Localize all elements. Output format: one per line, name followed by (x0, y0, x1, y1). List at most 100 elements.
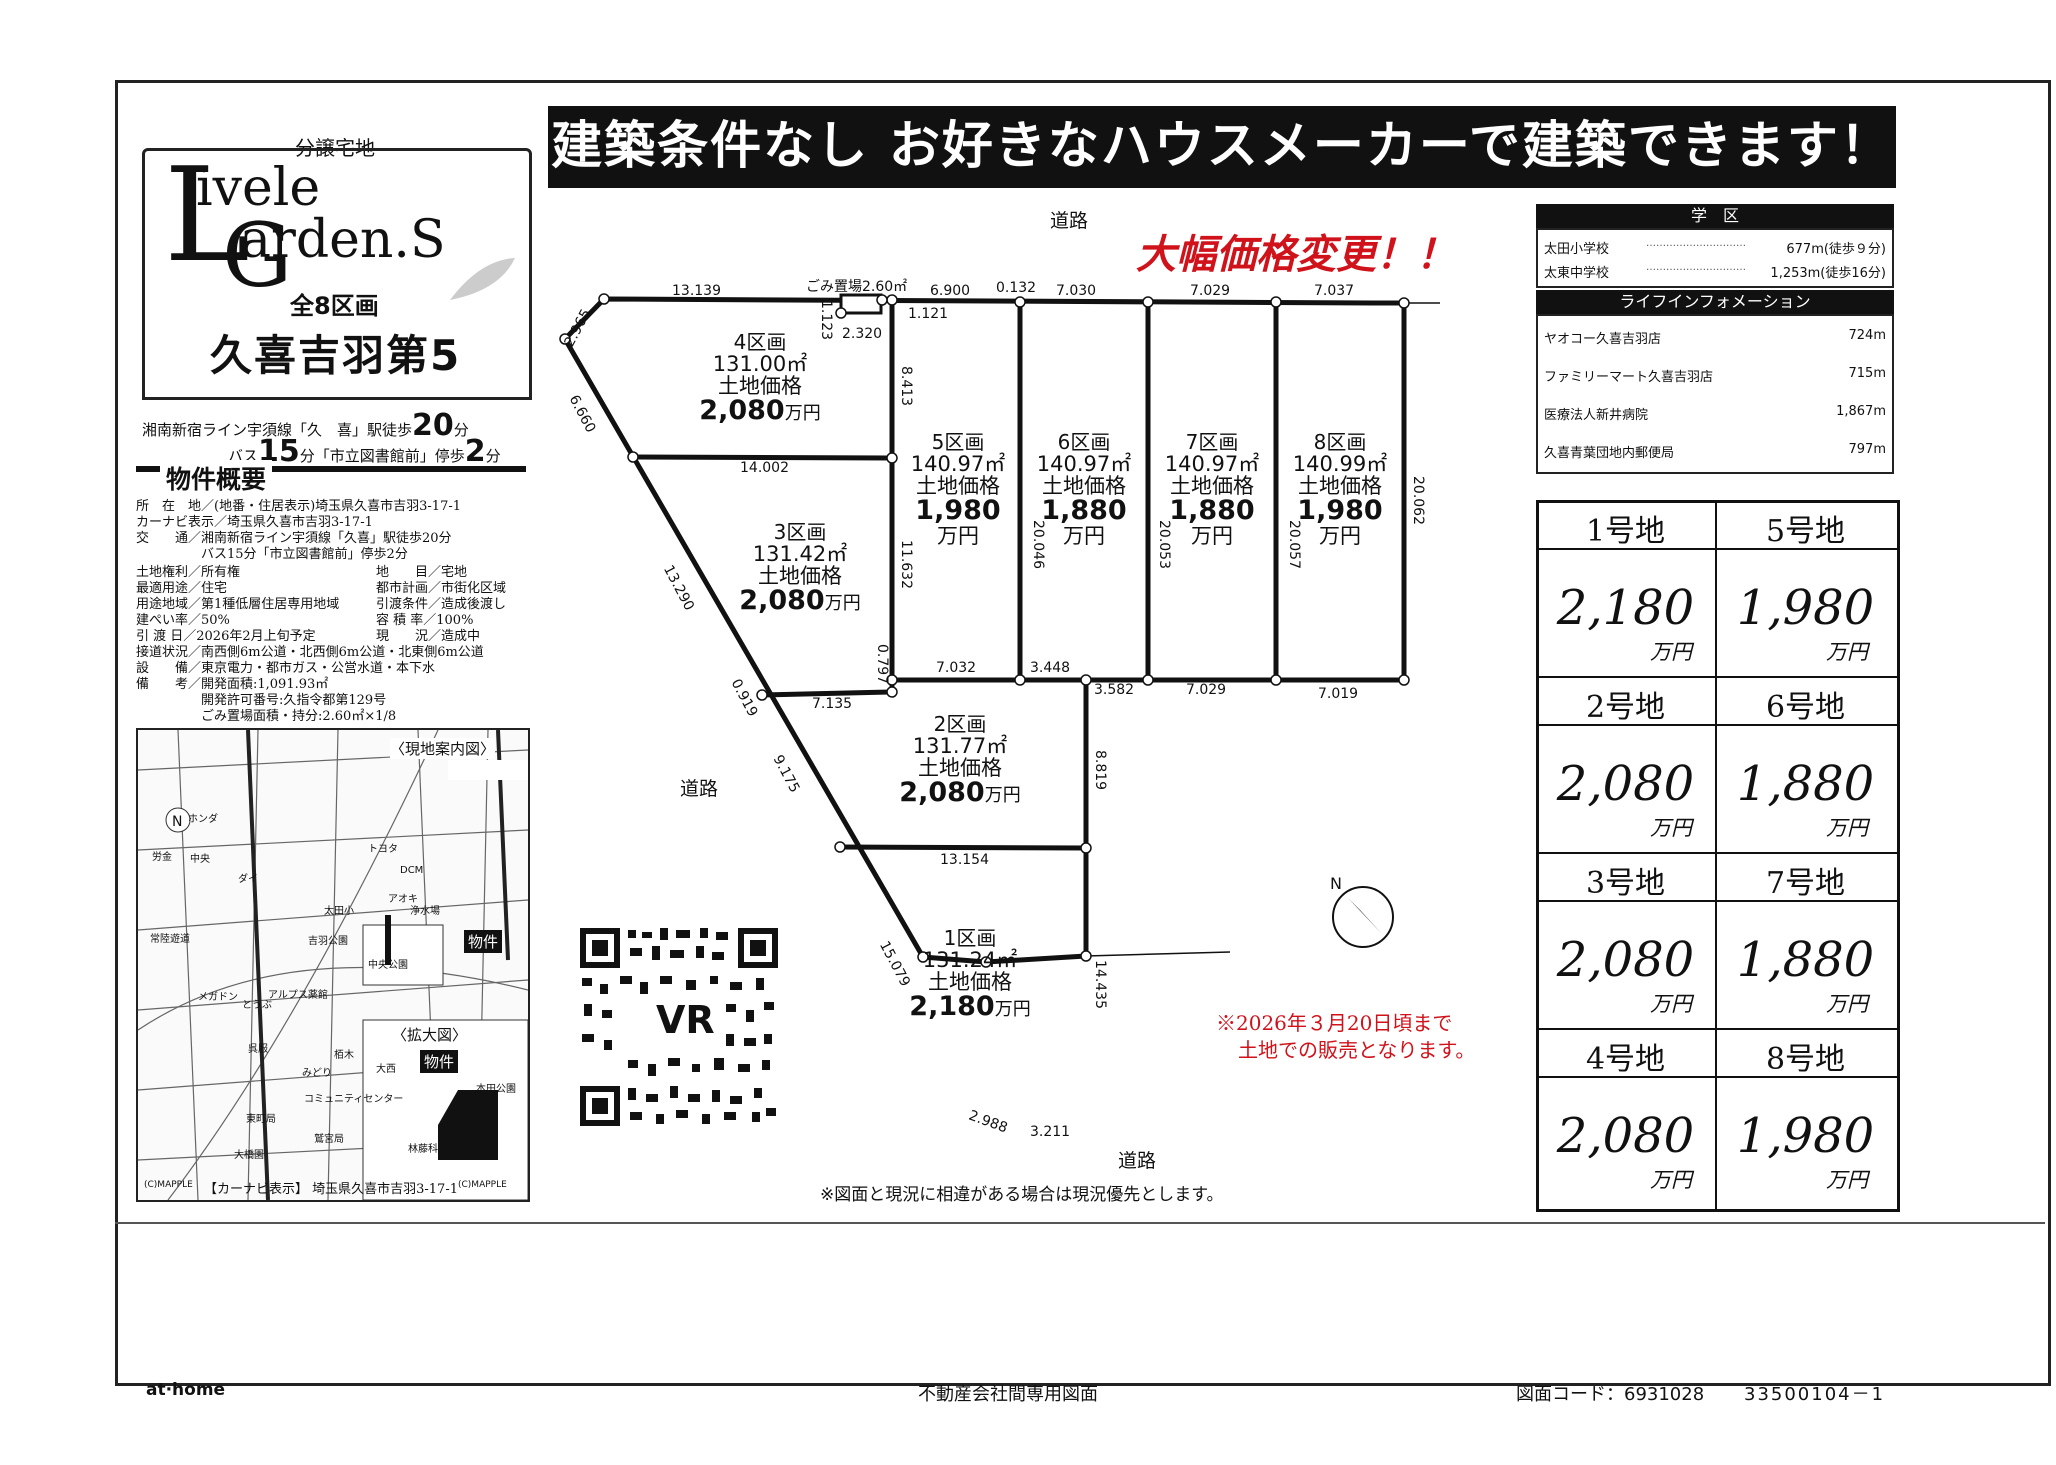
price-lot-label: 1号地 (1585, 514, 1666, 549)
drawing-number: 33500104－1 (1744, 1384, 1886, 1405)
price-value: 1,880 (1736, 932, 1875, 988)
map-place: 林藤科 (408, 1144, 438, 1155)
map-place: みどり (302, 1068, 332, 1079)
dim-label: 20.046 (1030, 520, 1046, 569)
table-divider (1715, 500, 1717, 1209)
lifeinfo-name: ファミリーマート久喜吉羽店 (1544, 370, 1714, 385)
price-value: 1,980 (1736, 580, 1875, 636)
overview-row: 容 積 率／100% (376, 613, 474, 628)
dim-label: 2.320 (842, 326, 883, 342)
dim-label: 1.123 (818, 300, 834, 341)
overview-row: 土地権利／所有権 (136, 565, 241, 580)
school-distance: 677m(徒歩９分) (1786, 242, 1886, 257)
dim-label: 14.435 (1092, 960, 1108, 1009)
overview-row: 設 備／東京電力・都市ガス・公営水道・本下水 (136, 661, 436, 676)
garbage-label: ごみ置場2.60㎡ (806, 279, 908, 295)
leader-dots: ………………………… (1646, 238, 1746, 249)
overview-row: バス15分「市立図書館前」停歩2分 (136, 547, 408, 562)
price-unit: 万円 (1826, 640, 1868, 664)
dim-label: 1.121 (908, 306, 949, 322)
price-value: 2,080 (1556, 756, 1695, 812)
map-place: 浄水場 (410, 906, 440, 917)
logo-word-2: arden.S (240, 210, 446, 270)
table-divider (1536, 900, 1897, 902)
overview-row: 引 渡 日／2026年2月上旬予定 (136, 629, 316, 644)
price-lot-label: 4号地 (1585, 1042, 1666, 1077)
map-place: コミュニティセンター (304, 1094, 404, 1105)
dim-label: 0.797 (874, 644, 890, 685)
headline-banner: 建築条件なし お好きなハウスメーカーで建築できます！ (548, 106, 1896, 188)
map-copyright: (C)MAPPLE (144, 1180, 193, 1190)
price-unit: 万円 (1650, 1168, 1692, 1192)
table-divider (1536, 724, 1897, 726)
map-place: メガドン (198, 992, 238, 1003)
price-value: 2,080 (1556, 1108, 1695, 1164)
overview-row: 用途地域／第1種低層住居専用地域 (136, 597, 340, 612)
logo-big-l: L (164, 139, 251, 291)
price-lot-label: 8号地 (1765, 1042, 1846, 1077)
road-label-left: 道路 (680, 778, 719, 800)
price-unit: 万円 (1826, 816, 1868, 840)
drawing-code: 図面コード：6931028 (1516, 1384, 1705, 1405)
map-place: とうぶ (242, 1000, 272, 1011)
overview-row: 開発許可番号:久指令都第129号 (136, 693, 387, 708)
lifeinfo-distance: 715m (1848, 366, 1886, 381)
dim-label: 7.032 (936, 660, 977, 676)
price-lot-label: 3号地 (1585, 866, 1666, 901)
school-box (1536, 228, 1894, 288)
dim-label: 11.632 (898, 540, 914, 589)
map-place: ダイ (238, 874, 258, 885)
overview-row: 都市計画／市街化区域 (376, 581, 507, 596)
dim-label: 14.002 (740, 460, 789, 476)
overview-rule (136, 466, 526, 494)
map-place: アオキ (388, 894, 418, 905)
overview-row: 接道状況／南西側6m公道・北西側6m公道・北東側6m公道 (136, 645, 484, 660)
overview-row: 建ぺい率／50% (136, 613, 230, 628)
overview-row: 現 況／造成中 (376, 629, 481, 644)
vr-qr-code-icon[interactable] (576, 924, 782, 1130)
table-divider (1536, 1076, 1897, 1078)
dim-label: 20.057 (1286, 520, 1302, 569)
road-label-top: 道路 (1050, 210, 1089, 232)
dim-label: 6.900 (930, 283, 971, 299)
zoom-title: 〈拡大図〉 (392, 1024, 468, 1045)
map-place: 中央 (190, 854, 210, 865)
dim-label: 3.211 (1030, 1124, 1071, 1140)
price-lot-label: 7号地 (1765, 866, 1846, 901)
map-copyright: (C)MAPPLE (458, 1180, 507, 1190)
footer-title: 不動産会社間専用図面 (918, 1384, 1098, 1405)
compass-icon (1332, 886, 1394, 948)
dim-label: 7.029 (1186, 682, 1227, 698)
brand-logo: at·home (146, 1380, 226, 1400)
dim-label: 8.819 (1092, 750, 1108, 791)
map-place: 栢木 (334, 1050, 354, 1061)
table-divider (1536, 676, 1897, 678)
zoom-property-tag: 物件 (420, 1050, 459, 1073)
dim-label: 3.448 (1030, 660, 1071, 676)
vr-label: VR (652, 998, 719, 1042)
price-unit: 万円 (1826, 992, 1868, 1016)
dim-label: 8.413 (898, 366, 914, 407)
lot-count: 全8区画 (290, 292, 379, 320)
svg-text:N: N (172, 814, 182, 830)
dim-label: 7.029 (1190, 283, 1231, 299)
price-table (1536, 500, 1900, 1212)
school-distance: 1,253m(徒歩16分) (1770, 266, 1886, 281)
logo-big-g: G (222, 204, 293, 307)
lifeinfo-distance: 724m (1848, 328, 1886, 343)
overview-row: カーナビ表示／埼玉県久喜市吉羽3-17-1 (136, 515, 373, 530)
lifeinfo-box (1536, 314, 1894, 474)
logo-frame (142, 148, 532, 400)
sale-notice: ※2026年３月20日頃まで 土地での販売となります。 (1216, 1011, 1476, 1062)
overview-title: 物件概要 (160, 460, 273, 496)
dim-label: 7.030 (1056, 283, 1097, 299)
access-train: 湘南新宿ライン宇須線「久 喜」駅徒歩20分 (142, 408, 469, 443)
overview-row: ごみ置場面積・持分:2.60㎡×1/8 (136, 709, 397, 724)
map-place: アルプス薬館 (268, 990, 328, 1001)
map-place: 中央公園 (368, 960, 408, 971)
